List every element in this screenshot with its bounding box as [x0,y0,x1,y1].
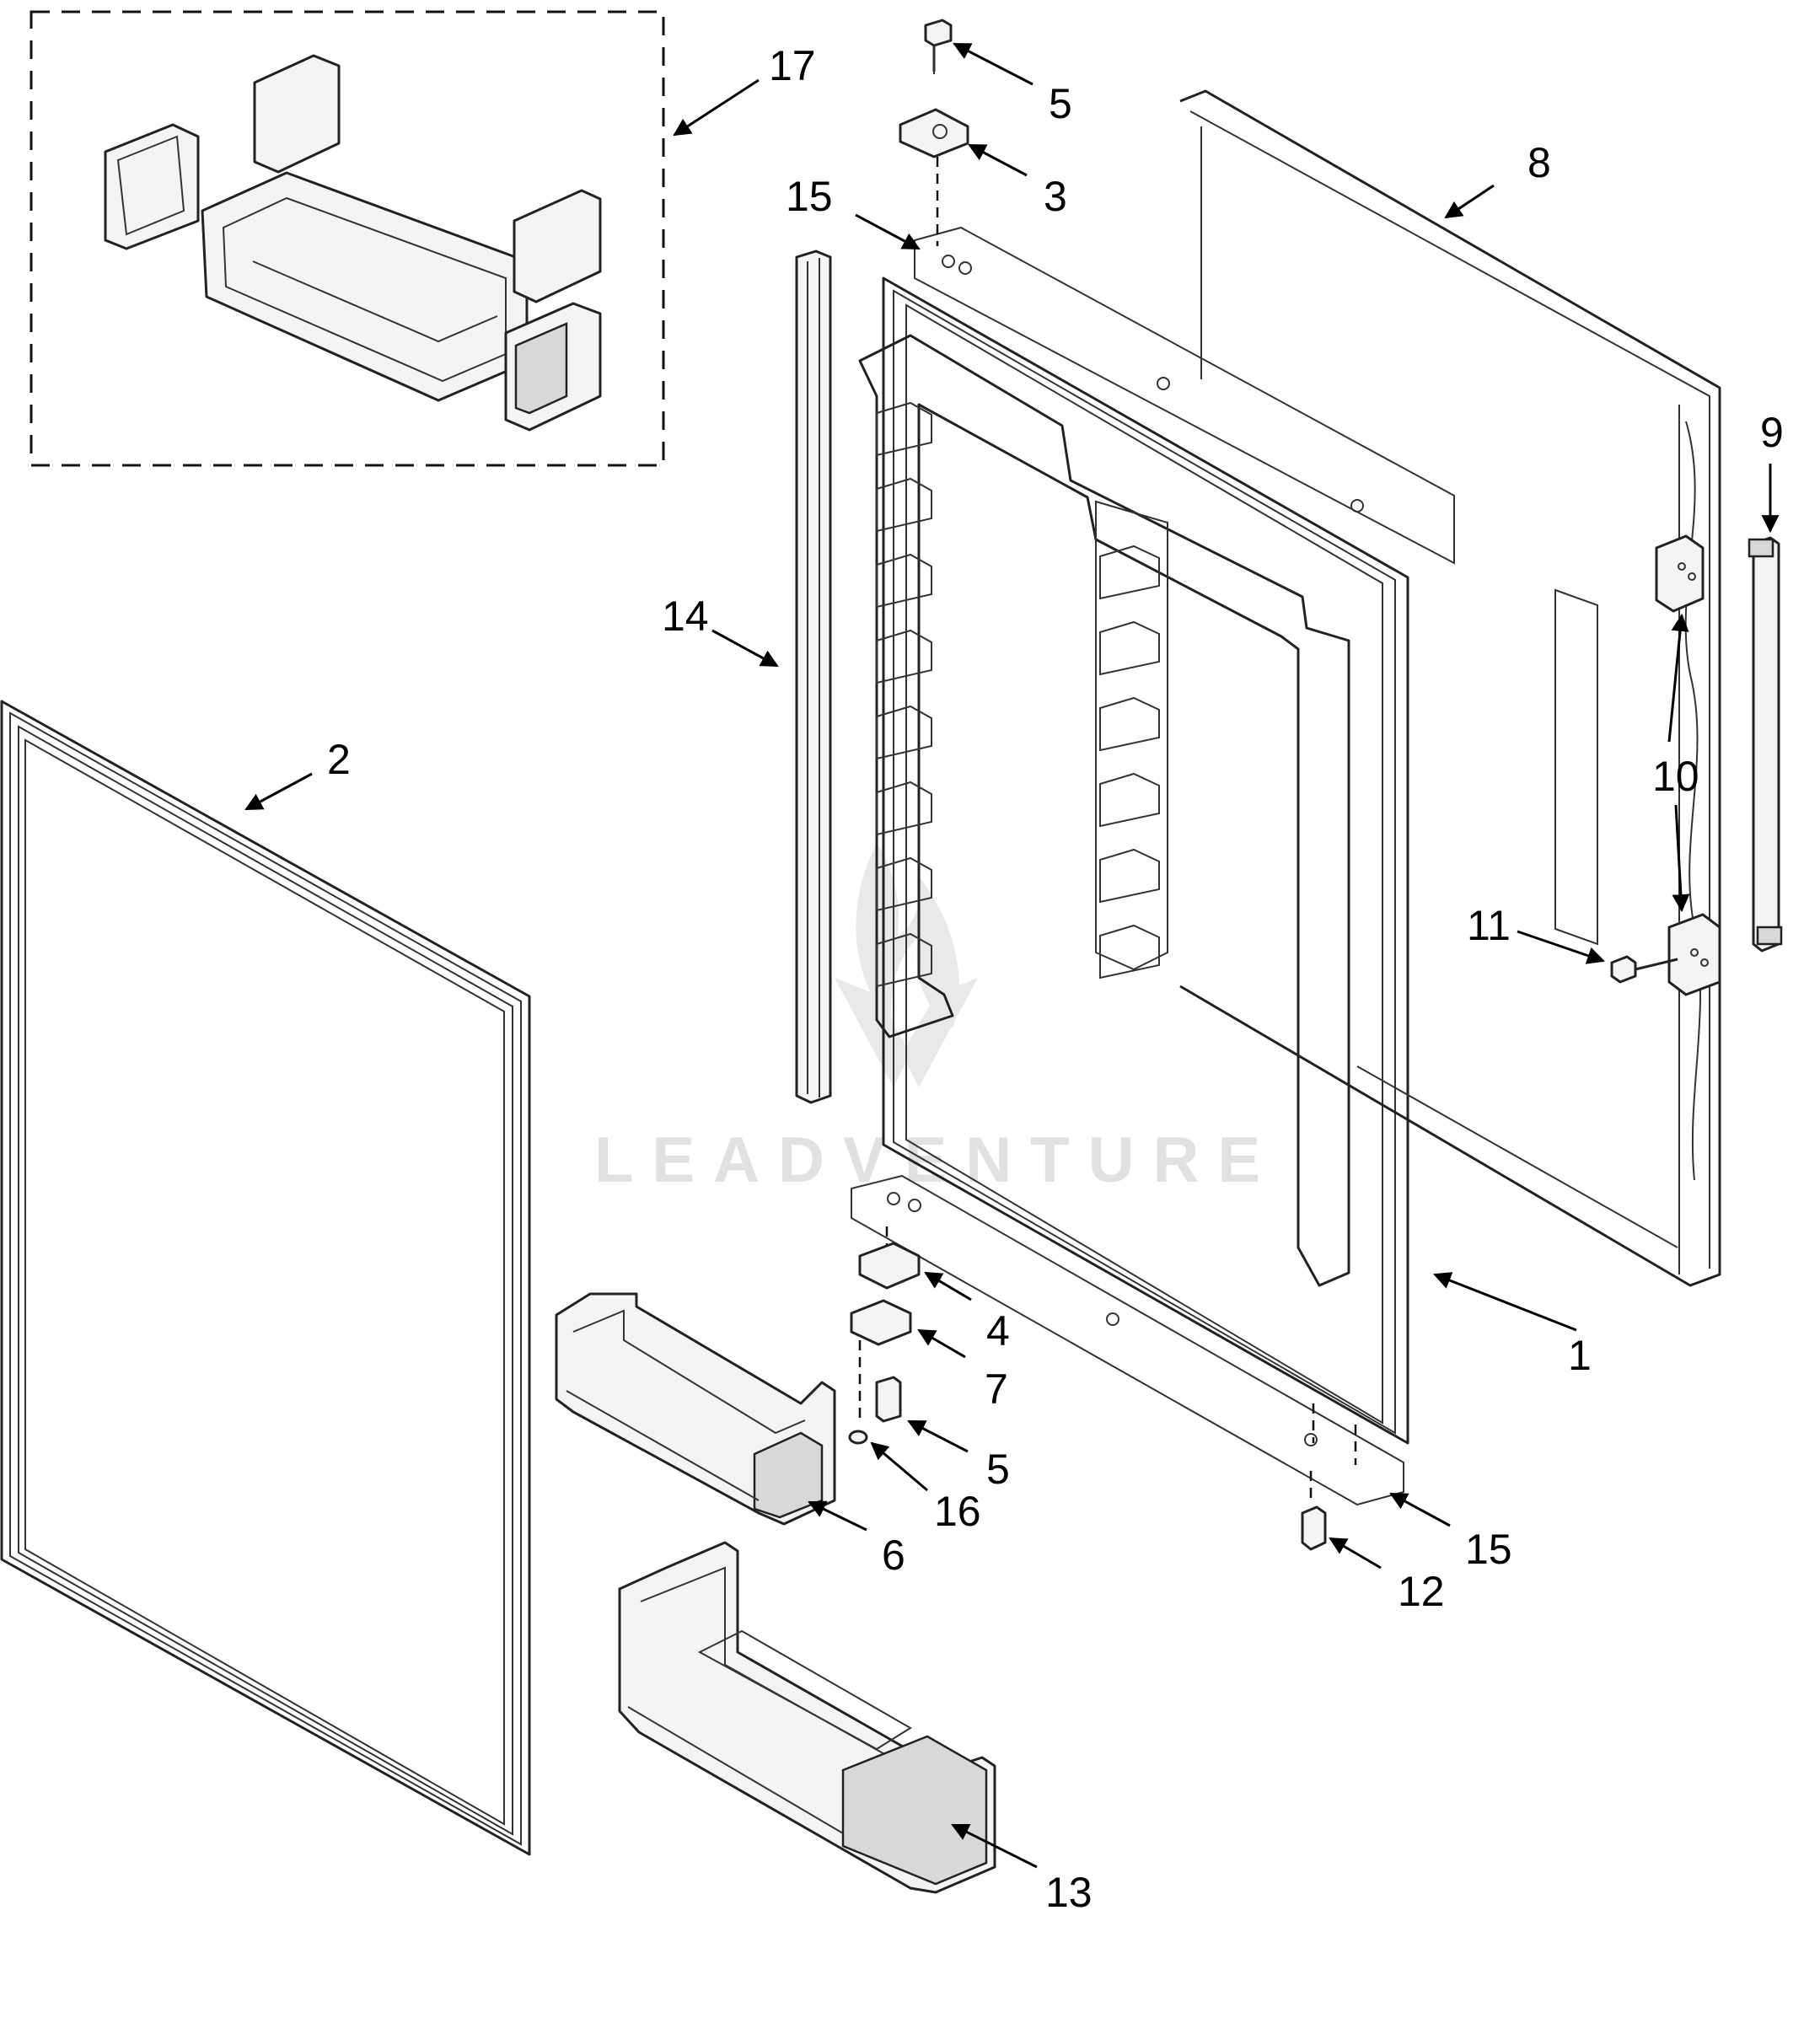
large-door-bin-13 [618,1541,996,1894]
kit-boundary [30,10,665,467]
callout-3: 3 [1044,173,1067,220]
callout-4: 4 [986,1307,1010,1355]
hinge-plate-7 [850,1299,912,1346]
callout-14: 14 [662,593,709,640]
callout-15-bottom: 15 [1465,1526,1512,1573]
callout-11: 11 [1467,902,1511,949]
door-liner-1 [858,276,1409,1445]
handle-mount-lower [1667,913,1721,996]
handle-mount-upper [1655,534,1705,613]
callout-5-bottom: 5 [986,1446,1010,1493]
callout-5-top: 5 [1049,80,1072,127]
callout-1: 1 [1568,1332,1592,1379]
callout-7: 7 [985,1366,1008,1413]
trim-strip-14 [795,250,832,1104]
callout-15-top: 15 [786,173,833,220]
bin-kit-17 [30,10,665,467]
door-gasket-2 [0,700,531,1856]
top-screw-5 [924,19,953,72]
callout-16: 16 [934,1488,981,1535]
callout-8: 8 [1527,139,1551,186]
callout-6: 6 [882,1532,905,1579]
hinge-bracket-4 [858,1242,921,1290]
outer-door-panel-8 [1179,89,1721,1287]
callout-9: 9 [1760,409,1784,456]
door-handle-9 [1748,536,1783,952]
tape-strip-15-top [914,226,1455,565]
small-door-bin-6 [555,1292,836,1526]
callout-2: 2 [327,736,351,783]
callout-12: 12 [1398,1568,1445,1615]
tape-strip-15-bottom [851,1174,1404,1506]
screw-11 [1610,955,1678,984]
liner-shelf-tabs-right [1099,545,1160,979]
bottom-screw-5 [875,1376,902,1423]
washer-16 [848,1430,868,1445]
liner-shelf-tabs-left [876,401,932,988]
leader-lines [244,42,1780,1869]
callout-17: 17 [769,42,816,89]
screw-12 [1301,1403,1357,1551]
bottom-hinge-hardware [848,1226,921,1445]
callout-10: 10 [1652,753,1699,800]
top-hinge-hardware [899,19,969,246]
watermark-text: LEADVENTURE [594,1124,1279,1196]
callout-numbers: 17 5 3 15 8 9 10 11 14 2 1 4 7 5 16 6 15… [327,42,1784,1916]
callout-13: 13 [1045,1869,1093,1916]
